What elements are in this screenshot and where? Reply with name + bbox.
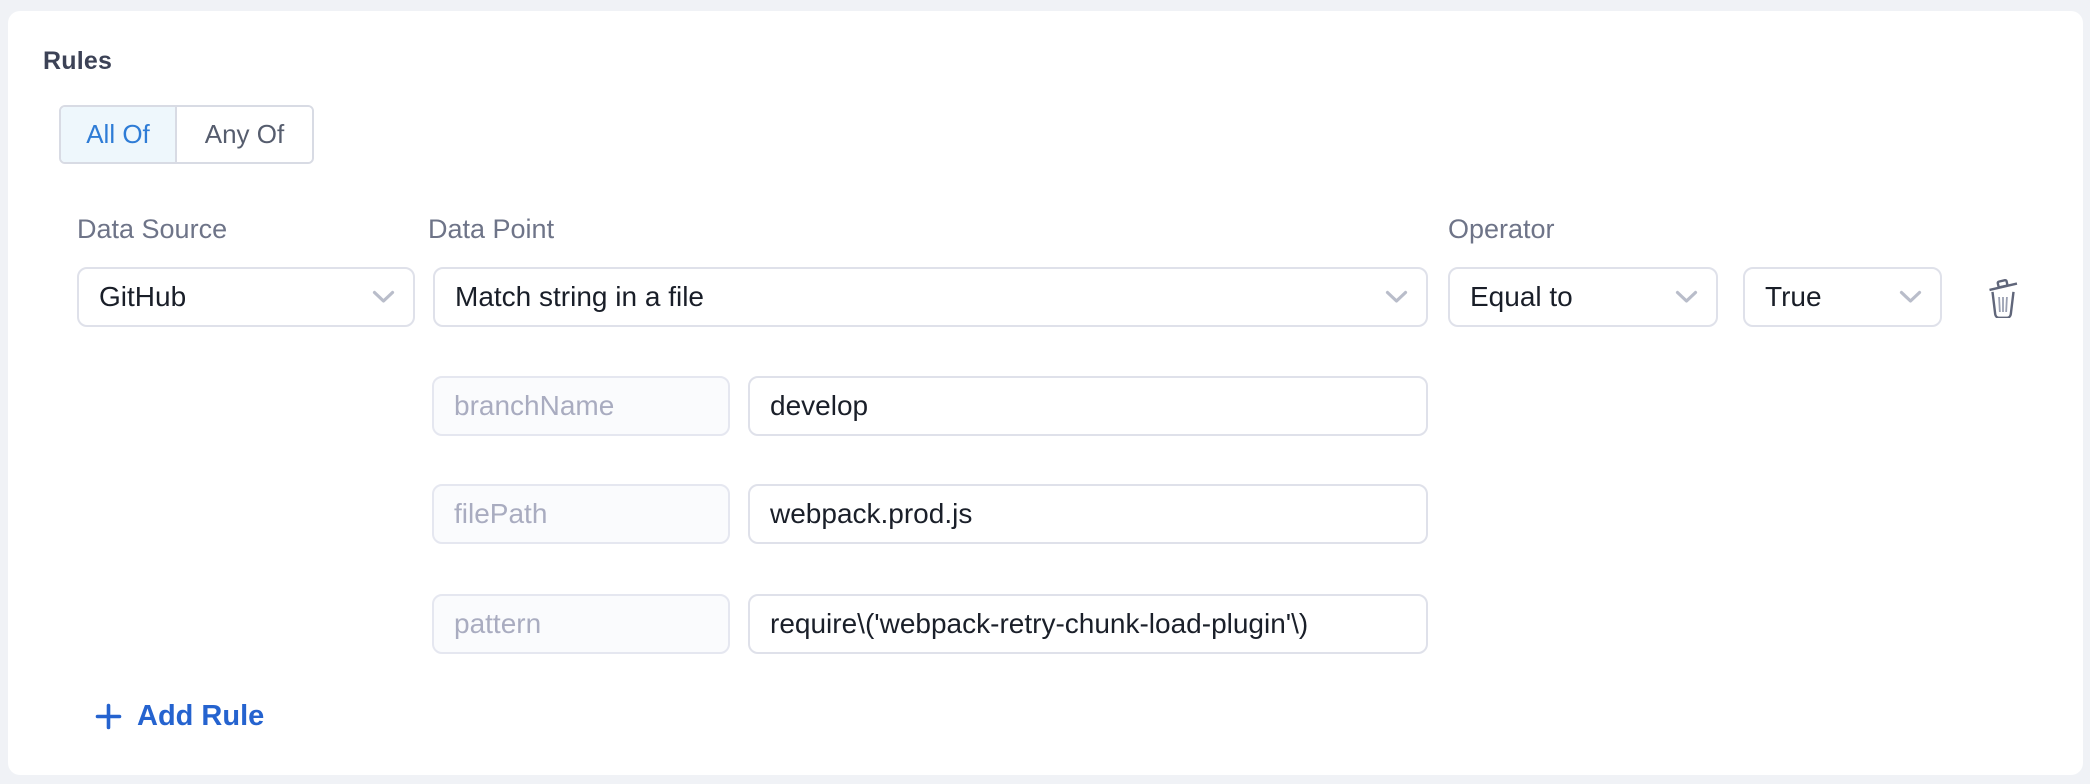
chevron-down-icon: [1385, 290, 1408, 304]
combinator-all-of-button[interactable]: All Of: [61, 107, 177, 162]
expected-value-selected: True: [1765, 281, 1822, 312]
param-value-pattern-input[interactable]: [748, 594, 1428, 654]
chevron-down-icon: [1899, 290, 1922, 304]
add-rule-button[interactable]: Add Rule: [95, 693, 264, 739]
operator-label: Operator: [1448, 214, 1555, 244]
expected-value-select[interactable]: True: [1743, 267, 1942, 327]
operator-select[interactable]: Equal to: [1448, 267, 1718, 327]
param-name-branchname: [432, 376, 730, 436]
add-rule-label: Add Rule: [137, 699, 265, 732]
delete-rule-button[interactable]: [1980, 273, 2026, 323]
chevron-down-icon: [372, 290, 395, 304]
combinator-any-of-button[interactable]: Any Of: [177, 107, 312, 162]
operator-selected-value: Equal to: [1470, 281, 1573, 312]
data-point-label: Data Point: [428, 214, 555, 244]
rules-card: Rules All Of Any Of Data Source Data Poi…: [8, 11, 2083, 775]
data-source-selected-value: GitHub: [99, 281, 187, 312]
param-value-branchname-input[interactable]: [748, 376, 1428, 436]
param-name-pattern: [432, 594, 730, 654]
param-value-filepath-input[interactable]: [748, 484, 1428, 544]
data-source-select[interactable]: GitHub: [77, 267, 415, 327]
rules-section-title: Rules: [43, 47, 113, 75]
param-name-filepath: [432, 484, 730, 544]
plus-icon: [95, 703, 122, 730]
data-point-selected-value: Match string in a file: [455, 281, 704, 312]
data-source-label: Data Source: [77, 214, 228, 244]
data-point-select[interactable]: Match string in a file: [433, 267, 1428, 327]
combinator-toggle: All Of Any Of: [59, 105, 314, 164]
trash-icon: [1984, 276, 2022, 321]
chevron-down-icon: [1675, 290, 1698, 304]
